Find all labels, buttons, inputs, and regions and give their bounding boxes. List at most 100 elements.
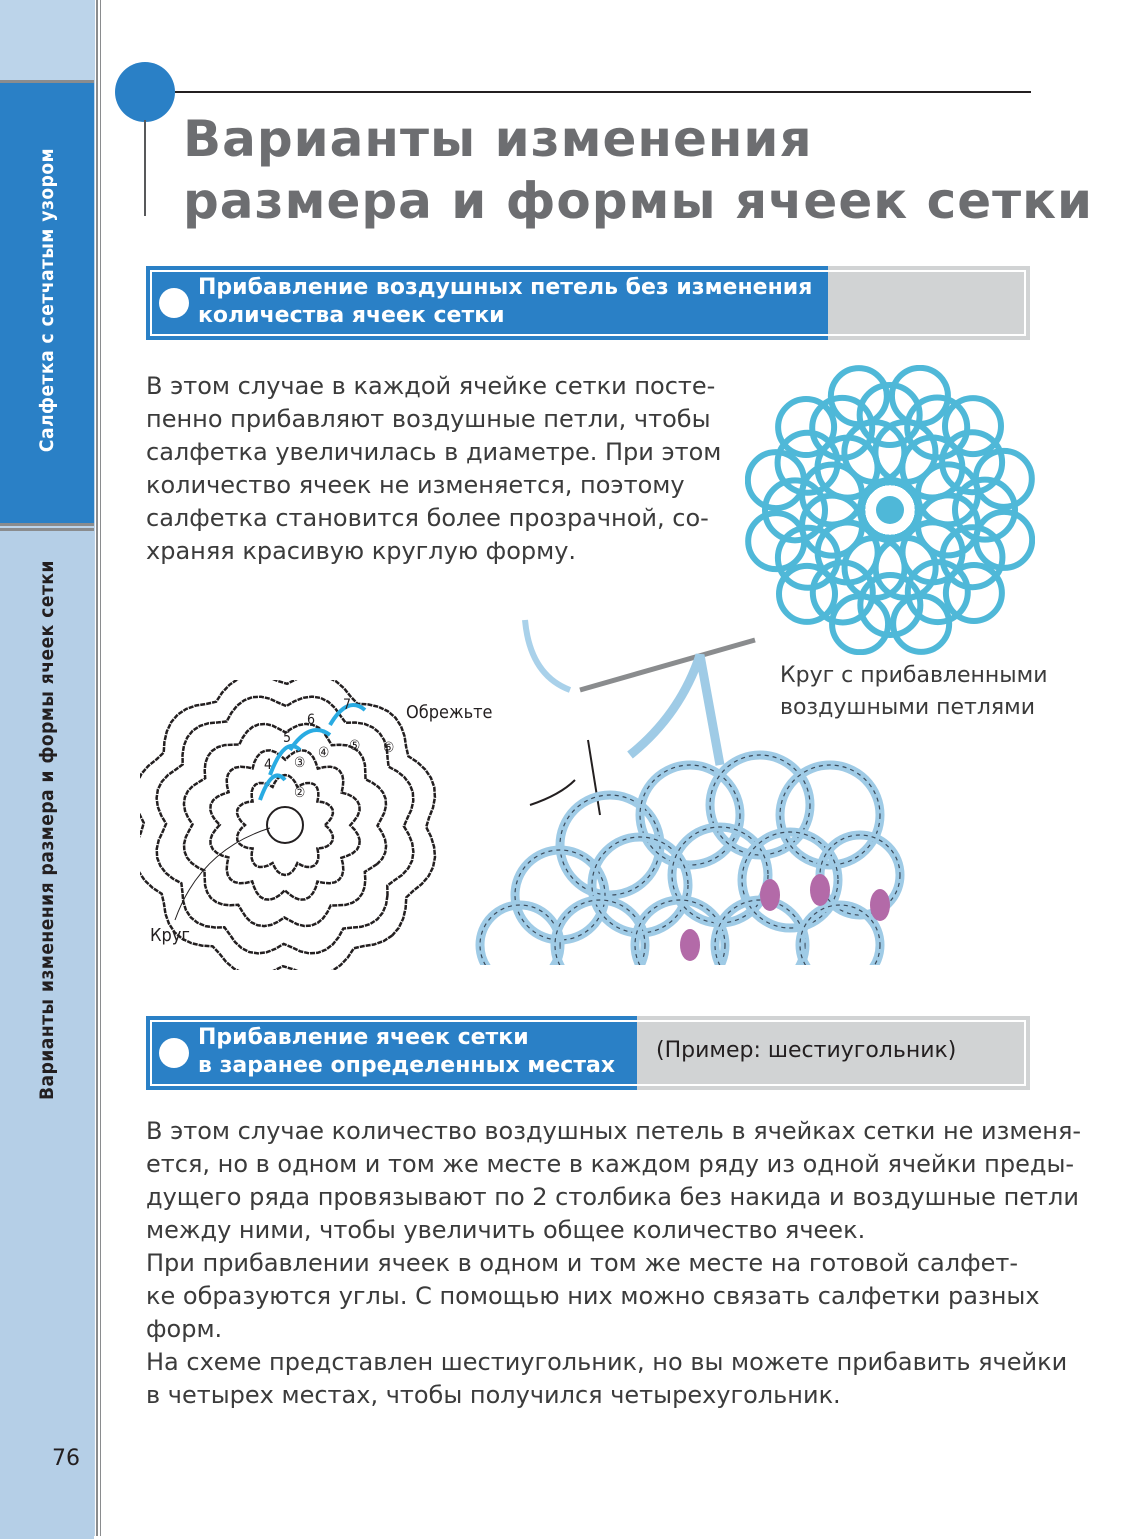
yarn-loop: [809, 394, 876, 461]
paragraph: В этом случае количество воздушных петел…: [146, 1115, 1081, 1412]
title-rule: [175, 91, 1031, 93]
title-line: размера и формы ячеек сетки: [183, 172, 1094, 230]
chain-strand: [627, 653, 725, 766]
row-number: 5: [283, 730, 292, 746]
heading-line: Прибавление воздушных петель без изменен…: [198, 275, 813, 300]
row-number: 7: [343, 697, 352, 713]
caption-line: воздушными петлями: [780, 695, 1036, 720]
heading-line: количества ячеек сетки: [198, 303, 505, 328]
leader-line: [174, 827, 271, 921]
label-ring: Круг: [150, 925, 190, 946]
stitch-outline: [639, 764, 741, 866]
chain-round: [235, 773, 335, 877]
stitch-outline: [799, 904, 881, 965]
stitch-outline: [634, 899, 726, 965]
caption-line: Круг с прибавленными: [780, 663, 1048, 688]
yarn-loop: [776, 562, 839, 625]
stitch-outline: [819, 834, 901, 916]
section-heading: Прибавление воздушных петель без изменен…: [146, 266, 1030, 340]
section-tab: [0, 528, 94, 1539]
paragraph-line: в четырех местах, чтобы получился четыре…: [146, 1381, 841, 1409]
circled-number: ③: [294, 755, 306, 771]
yarn-loop: [890, 592, 953, 655]
chain-round: [209, 749, 361, 901]
yarn-loop: [939, 524, 1006, 591]
yarn-loop: [859, 479, 921, 541]
row-number: 6: [307, 712, 316, 728]
bullet-icon: [159, 1038, 189, 1068]
crochet-diagram: [140, 680, 437, 970]
paragraph-line: ке образуются углы. С помощью них можно …: [146, 1282, 1040, 1310]
doily-photo: [745, 365, 1035, 655]
heading-line: Прибавление ячеек сетки: [198, 1025, 529, 1050]
paragraph-line: На схеме представлен шестиугольник, но в…: [146, 1348, 1068, 1376]
yarn-strand: [522, 619, 572, 693]
stitch-outline: [741, 831, 839, 929]
paragraph-line: пенно прибавляют воздушные петли, чтобы: [146, 405, 711, 433]
circled-number: ②: [294, 785, 306, 801]
title-line: Варианты изменения: [183, 110, 813, 168]
highlighted-stitch: [810, 874, 830, 906]
stitch-outline: [709, 754, 811, 856]
highlighted-chain: [258, 773, 287, 801]
heading-line: в заранее определенных местах: [198, 1053, 616, 1078]
highlighted-stitch: [870, 889, 890, 921]
chapter-tab: [0, 80, 94, 526]
highlighted-stitch: [760, 879, 780, 911]
yarn-loop: [942, 561, 1005, 624]
paragraph-line: дущего ряда провязывают по 2 столбика бе…: [146, 1183, 1079, 1211]
yarn-loop: [972, 447, 1035, 510]
paragraph-line: При прибавлении ячеек в одном и том же м…: [146, 1249, 1019, 1277]
paragraph-line: количество ячеек не изменяется, поэтому: [146, 471, 685, 499]
yarn-loop: [809, 559, 876, 626]
yarn-loop: [827, 365, 890, 428]
yarn-loop: [856, 382, 923, 449]
paragraph-line: форм.: [146, 1315, 223, 1343]
direction-arrow: [529, 739, 601, 816]
bullet-icon: [159, 288, 189, 318]
highlighted-chain: [328, 703, 367, 727]
stitch-loop: [710, 895, 810, 965]
page-number: 76: [52, 1446, 80, 1471]
highlighted-chain: [288, 728, 332, 752]
stitch-outline: [554, 899, 646, 965]
stitch-outline: [714, 899, 806, 965]
section-heading: Прибавление ячеек сетки в заранее опреде…: [146, 1016, 1030, 1090]
title-stem: [144, 120, 146, 216]
chapter-tab-label: Салфетка с сетчатым узором: [36, 147, 58, 453]
chain-round: [182, 722, 388, 928]
divider: [96, 0, 98, 1536]
paragraph-line: В этом случае в каждой ячейке сетки пост…: [146, 372, 716, 400]
yarn-loop: [939, 429, 1006, 496]
doily-center: [876, 496, 904, 524]
paragraph-line: ется, но в одном и том же месте в каждом…: [146, 1150, 1075, 1178]
yarn-loop: [775, 396, 838, 459]
yarn-loop: [857, 571, 924, 638]
yarn-loop: [745, 449, 807, 512]
yarn-loop: [904, 394, 971, 461]
yarn-loop: [951, 476, 1018, 543]
label-cut: Обрежьте: [406, 702, 493, 723]
highlighted-chain: [268, 743, 302, 776]
circled-number: ⑤: [349, 738, 361, 754]
yarn-loop: [973, 508, 1035, 571]
chain-round: [155, 695, 415, 955]
chain-round: [140, 680, 437, 970]
stitch-outline: [779, 764, 881, 866]
circled-number: ⑥: [383, 740, 395, 756]
yarn-loop: [888, 365, 951, 427]
crochet-hook: [579, 637, 756, 693]
stitch-outline: [514, 849, 606, 941]
paragraph-line: между ними, чтобы увеличить общее количе…: [146, 1216, 866, 1244]
yarn-loop: [774, 524, 841, 591]
yarn-loop: [762, 477, 829, 544]
paragraph-line: храняя красивую круглую форму.: [146, 537, 577, 565]
paragraph-line: салфетка становится более прозрачной, со…: [146, 504, 709, 532]
highlighted-stitch: [680, 929, 700, 961]
yarn-loop: [904, 559, 971, 626]
yarn-loop: [774, 429, 841, 496]
row-number: 4: [264, 757, 273, 773]
yarn-loop: [829, 593, 892, 655]
circled-number: ④: [318, 745, 330, 761]
paragraph: В этом случае в каждой ячейке сетки пост…: [146, 370, 721, 568]
